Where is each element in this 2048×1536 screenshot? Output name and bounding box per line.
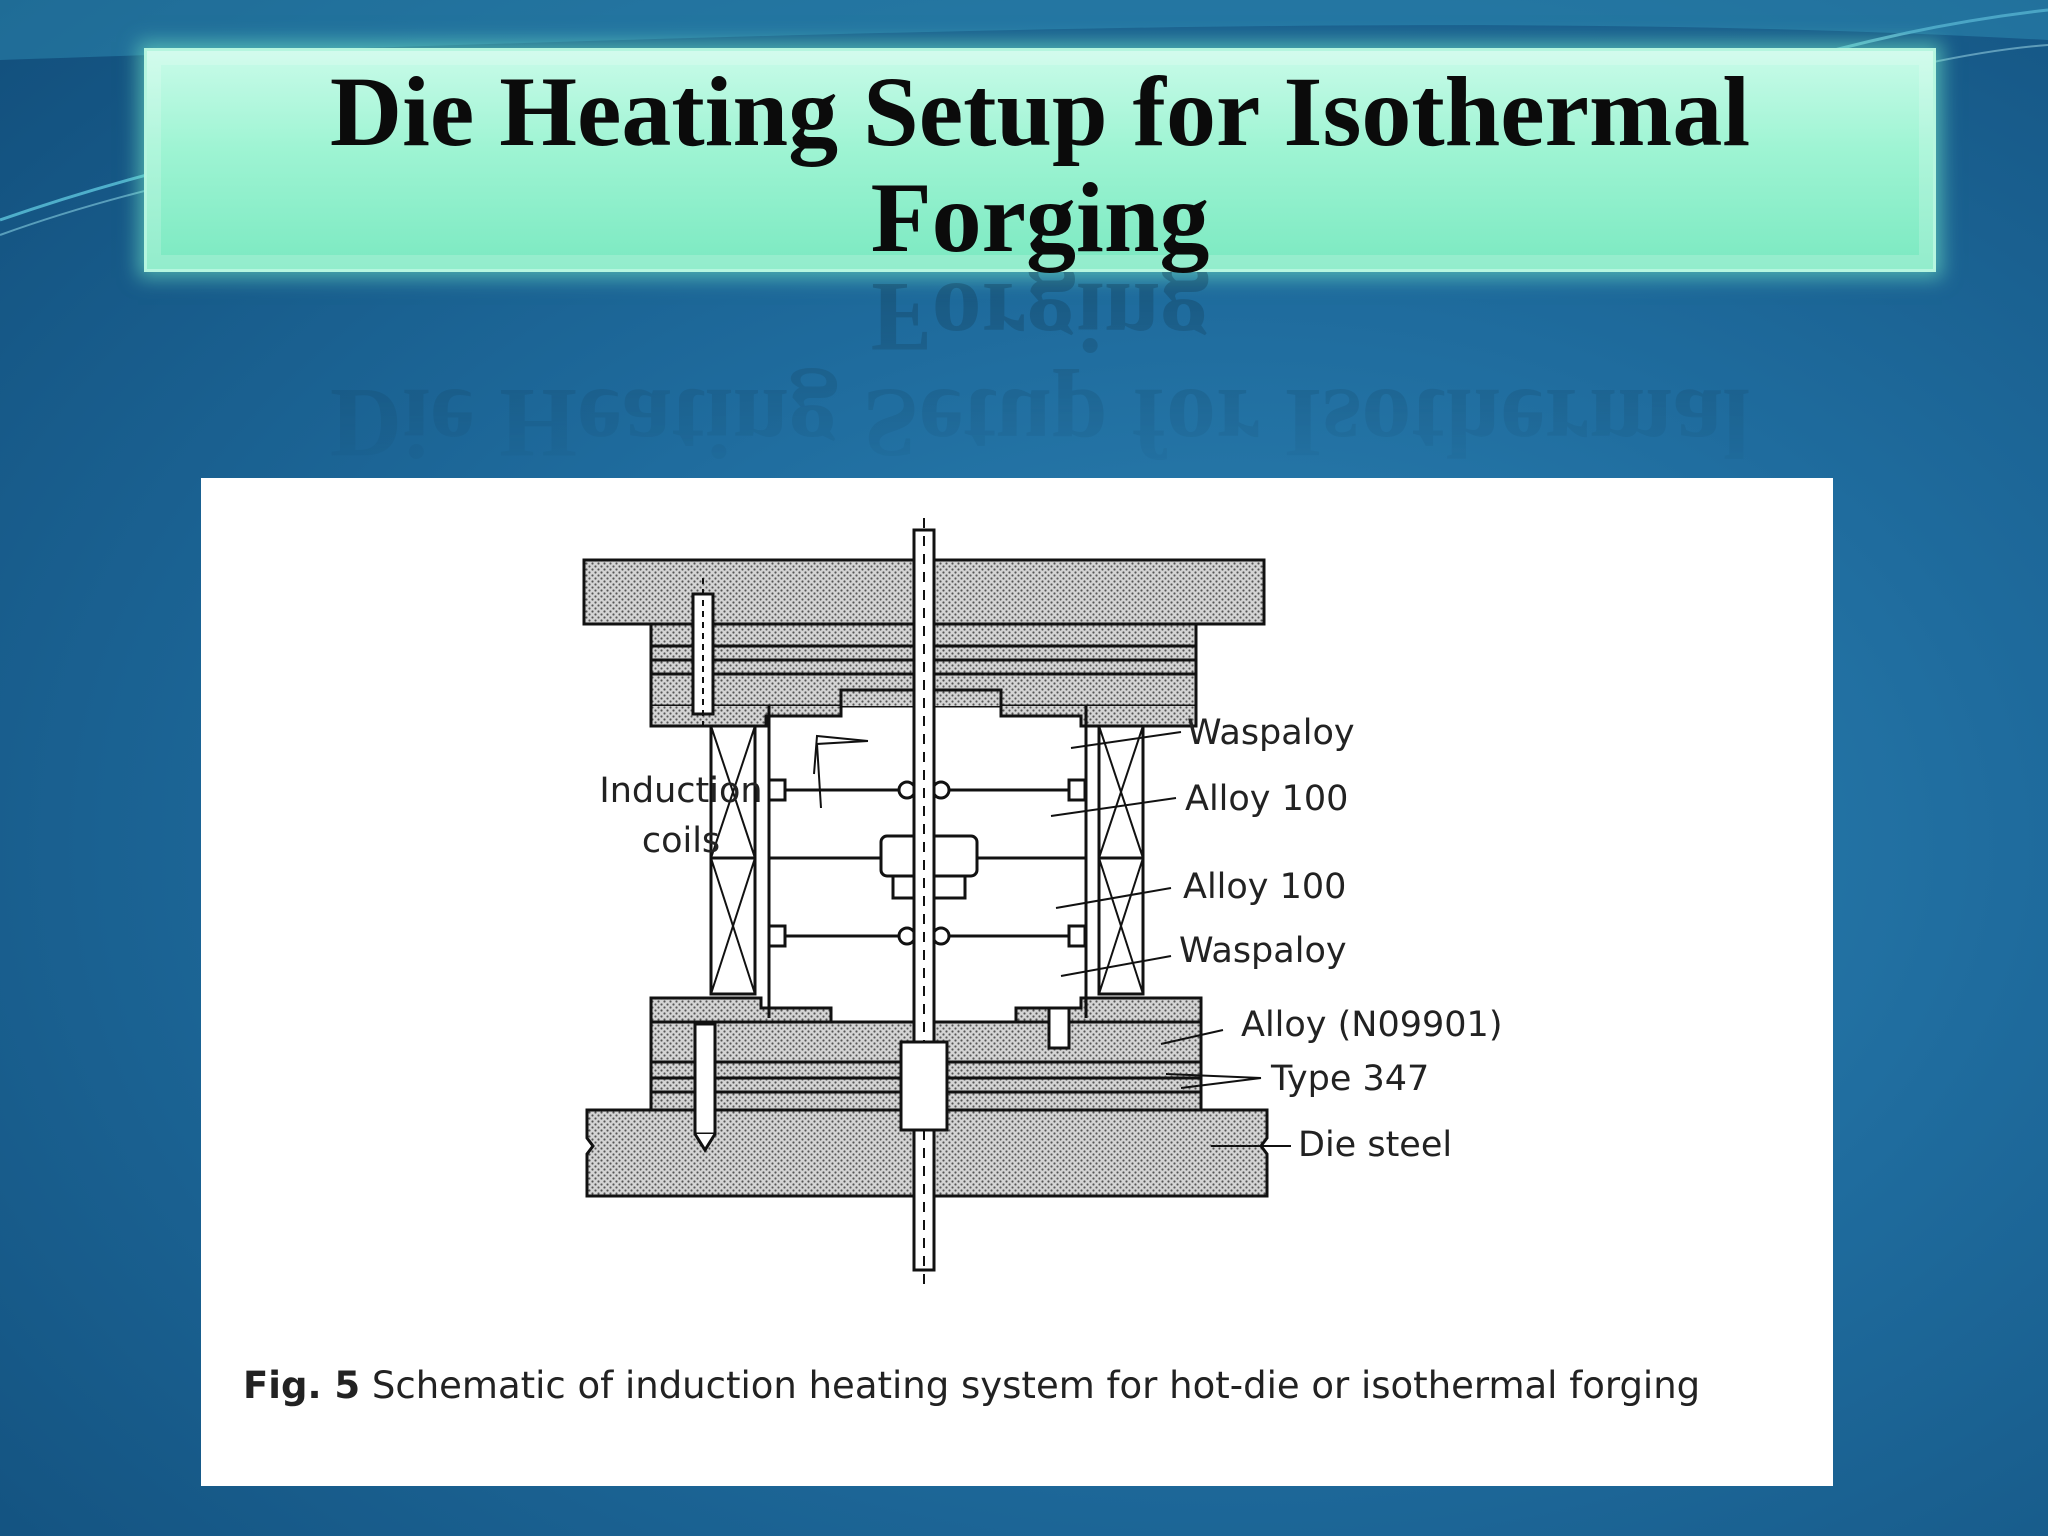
- title-line-2: Forging: [870, 162, 1210, 273]
- figure-panel: Induction coils Waspaloy Alloy 100 Alloy…: [201, 478, 1833, 1486]
- reflection-line-2: Forging: [870, 272, 1210, 373]
- bottom-bolt-left: [693, 1022, 717, 1136]
- caption-text: Schematic of induction heating system fo…: [371, 1364, 1701, 1407]
- title-reflection-text: Die Heating Setup for Isothermal Forging: [144, 272, 1936, 479]
- induction-coil-left: [709, 724, 757, 996]
- caption-label: Fig. 5: [243, 1364, 361, 1407]
- induction-heating-schematic: Induction coils Waspaloy Alloy 100 Alloy…: [582, 518, 1502, 1290]
- induction-coil-right: [1097, 724, 1145, 996]
- label-alloy100-bottom: Alloy 100: [1183, 867, 1346, 907]
- title-reflection: Die Heating Setup for Isothermal Forging: [144, 272, 1936, 484]
- slide-title: Die Heating Setup for Isothermal Forging: [147, 59, 1933, 271]
- label-coils: coils: [642, 821, 720, 861]
- title-line-1: Die Heating Setup for Isothermal: [329, 56, 1751, 167]
- label-type347: Type 347: [1270, 1059, 1429, 1099]
- title-banner: Die Heating Setup for Isothermal Forging: [144, 48, 1936, 272]
- label-waspaloy-bottom: Waspaloy: [1179, 931, 1347, 971]
- reflection-line-1: Die Heating Setup for Isothermal: [329, 368, 1751, 479]
- label-die-steel: Die steel: [1298, 1125, 1452, 1165]
- bottom-bolt-right: [1047, 1006, 1071, 1050]
- label-waspaloy-top: Waspaloy: [1187, 713, 1355, 753]
- label-induction: Induction: [599, 771, 762, 811]
- figure-caption: Fig. 5 Schematic of induction heating sy…: [243, 1364, 1803, 1407]
- label-alloy100-top: Alloy 100: [1185, 779, 1348, 819]
- label-alloy-n09901: Alloy (N09901): [1241, 1005, 1502, 1045]
